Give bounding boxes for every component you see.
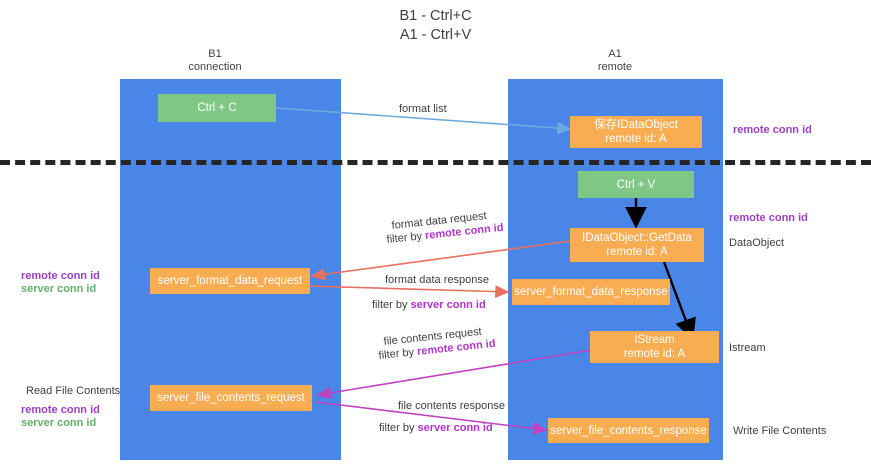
node-idataobject-getdata-line-2: remote id: A (606, 246, 668, 258)
edge-label-format-data-response-filter: filter by server conn id (372, 298, 486, 312)
side-label-read-file-contents: Read File Contents (26, 385, 121, 397)
lane-header-b1: B1 connection (145, 48, 285, 74)
side-label-left-remote-conn-id-mid: remote conn id (21, 270, 100, 282)
node-save-idataobject[interactable]: 保存IDataObject remote id: A (570, 116, 702, 148)
node-save-idataobject-line-2: remote id: A (605, 133, 667, 145)
lane-header-a1-name: A1 (608, 48, 622, 60)
node-server-file-contents-response[interactable]: server_file_contents_response (548, 418, 709, 443)
node-server-format-data-request[interactable]: server_format_data_request (150, 268, 310, 294)
side-label-left-server-conn-id-mid: server conn id (21, 283, 97, 295)
lane-header-a1: A1 remote (545, 48, 685, 74)
node-ctrl-c-label: Ctrl + C (197, 102, 237, 114)
edge-label-format-data-response: format data response (385, 274, 489, 286)
node-istream[interactable]: IStream remote id: A (590, 331, 719, 363)
node-ctrl-v-label: Ctrl + V (616, 178, 656, 191)
edge-label-format-data-request-filter-prefix: filter by (386, 229, 426, 246)
node-server-format-data-response[interactable]: server_format_data_response (512, 279, 670, 305)
node-save-idataobject-line-1: 保存IDataObject (594, 119, 678, 131)
side-label-remote-conn-id-mid: remote conn id (729, 212, 808, 224)
side-label-left-remote-conn-id-bottom: remote conn id (21, 404, 100, 416)
side-label-dataobject: DataObject (729, 237, 785, 249)
edge-label-format-data-response-filter-value: server conn id (410, 299, 486, 311)
edge-label-file-contents-response-filter-prefix: filter by (379, 422, 418, 434)
lane-header-a1-sub: remote (597, 61, 633, 73)
node-server-file-contents-request[interactable]: server_file_contents_request (150, 385, 312, 411)
side-label-istream: Istream (729, 342, 766, 354)
node-ctrl-v[interactable]: Ctrl + V (578, 171, 694, 198)
edge-label-format-data-response-filter-prefix: filter by (372, 299, 411, 311)
side-label-remote-conn-id-top: remote conn id (733, 124, 812, 136)
edge-label-file-contents-request-filter-prefix: filter by (378, 345, 418, 362)
edge-label-file-contents-response-filter: filter by server conn id (379, 421, 493, 435)
lane-header-b1-sub: connection (188, 61, 242, 73)
node-idataobject-getdata-line-1: IDataObject::GetData (582, 232, 692, 244)
lane-header-b1-name: B1 (208, 48, 222, 60)
node-ctrl-c[interactable]: Ctrl + C (158, 94, 276, 122)
diagram-title: B1 - Ctrl+C A1 - Ctrl+V (0, 7, 871, 45)
side-label-write-file-contents: Write File Contents (733, 425, 827, 437)
node-istream-line-2: remote id: A (623, 348, 686, 360)
node-server-format-data-request-label: server_format_data_request (157, 275, 303, 287)
edge-label-file-contents-response: file contents response (398, 400, 506, 412)
edge-label-file-contents-response-filter-value: server conn id (417, 422, 493, 434)
node-server-file-contents-request-label: server_file_contents_request (157, 392, 305, 404)
phase-divider (0, 160, 871, 165)
node-idataobject-getdata[interactable]: IDataObject::GetData remote id: A (570, 228, 704, 262)
node-server-file-contents-response-label: server_file_contents_response (550, 424, 707, 437)
diagram-title-line-1: B1 - Ctrl+C (399, 8, 472, 24)
node-server-format-data-response-label: server_format_data_response (514, 286, 668, 298)
side-label-left-server-conn-id-bottom: server conn id (21, 417, 97, 429)
edge-label-format-list: format list (399, 103, 447, 115)
node-istream-line-1: IStream (634, 334, 675, 346)
diagram-title-line-2: A1 - Ctrl+V (399, 27, 472, 43)
